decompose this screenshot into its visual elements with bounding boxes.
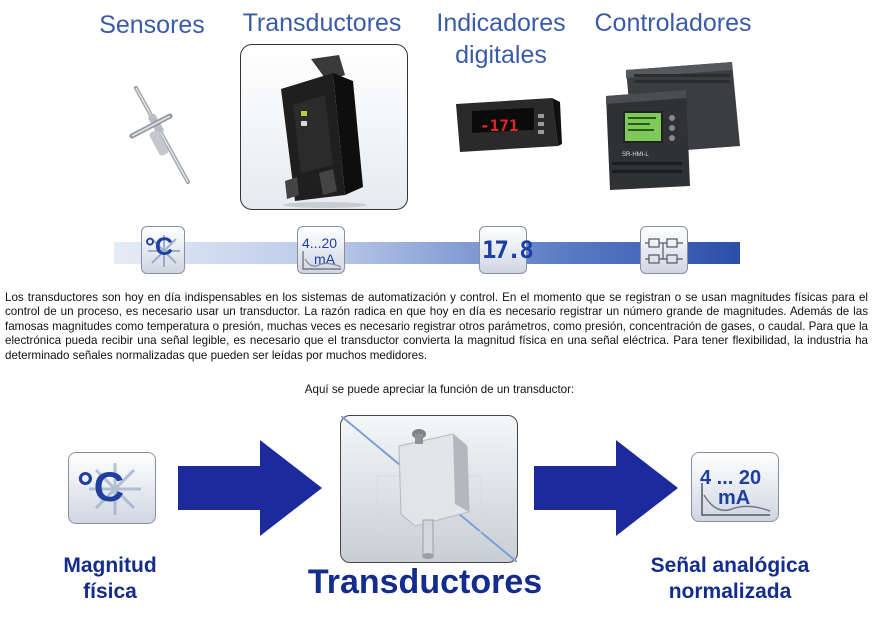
display-value-label: 17.8 [482,236,534,264]
celsius-icon-tile: °C [141,226,185,274]
label-normalizada: normalizada [668,580,792,603]
category-indicadores-line1: Indicadores [436,9,566,37]
category-transductores: Transductores [242,9,402,37]
range-unit-label: mA [314,251,335,267]
snowflake-icon [89,463,141,515]
category-indicadores-line2: digitales [455,41,547,69]
label-transductores: Transductores [307,563,543,601]
arrow-right-icon [534,440,678,536]
output-range-label: 4 ... 20 [700,467,762,489]
din-rail-transducer-image [281,55,367,208]
digital-indicator-image: -171 [456,98,562,152]
intro-paragraph: Los transductores son hoy en día indispe… [5,291,868,362]
transducer-image-tile [240,44,408,210]
range-top-label: 4...20 [302,235,338,251]
label-fisica: física [83,580,137,603]
snowflake-icon [148,235,180,267]
circuit-icon-tile [640,226,688,274]
signal-curve-icon [701,483,771,516]
category-controladores: Controladores [594,9,752,37]
controller-image: SR-HMI-L [606,62,740,190]
svg-text:SR-HMI-L: SR-HMI-L [622,152,649,158]
logic-diagram-icon [645,238,683,264]
transducer-housing-image [340,415,518,563]
temperature-sensor-image [129,86,190,184]
label-senal-analogica: Señal analógica [650,554,810,577]
label-magnitud: Magnitud [63,554,157,577]
svg-text:-171: -171 [480,116,519,135]
category-sensores: Sensores [99,11,205,39]
current-range-icon-tile: 4...20 mA [297,226,345,274]
signal-curve-icon [302,251,342,270]
celsius-label: °C [145,233,174,261]
analog-signal-icon-tile: 4 ... 20 mA [691,452,779,522]
output-unit-label: mA [718,487,751,509]
transducer-device-tile [340,415,518,563]
progression-bar [114,242,740,264]
input-symbol-label: °C [77,463,125,510]
arrow-right-icon [178,440,322,536]
display-icon-tile: 17.8 [479,226,534,274]
physical-magnitude-icon-tile: °C [68,452,156,524]
diagram-caption: Aquí se puede apreciar la función de un … [304,383,575,396]
